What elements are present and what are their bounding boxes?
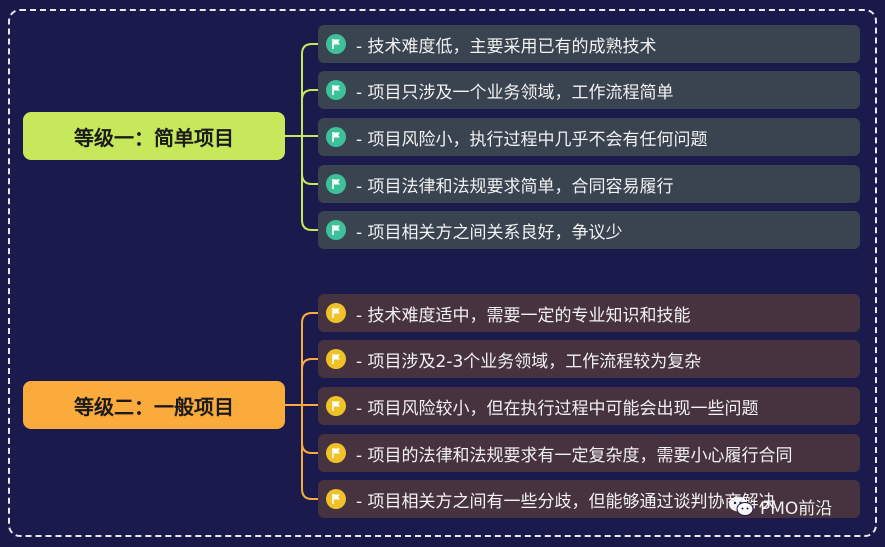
level1-item: - 项目风险小，执行过程中几乎不会有任何问题 [318, 118, 860, 156]
flag-icon [326, 396, 346, 416]
flag-icon [326, 349, 346, 369]
connector-branch [301, 358, 318, 405]
connector-branch [301, 405, 318, 500]
flag-icon [326, 489, 346, 509]
flag-icon [326, 80, 346, 100]
wechat-icon [729, 496, 754, 516]
level1-item: - 项目相关方之间关系良好，争议少 [318, 211, 860, 249]
level1-item-text: - 项目只涉及一个业务领域，工作流程简单 [356, 82, 674, 103]
connector-branch [301, 312, 318, 405]
flag-icon [326, 127, 346, 147]
level2-item: - 技术难度适中，需要一定的专业知识和技能 [318, 294, 860, 332]
level2-root-node: 等级二：一般项目 [23, 381, 285, 429]
level2-item-text: - 项目的法律和法规要求有一定复杂度，需要小心履行合同 [356, 445, 793, 466]
level2-item-text: - 项目涉及2-3个业务领域，工作流程较为复杂 [356, 351, 702, 372]
watermark-text: PMO前沿 [760, 498, 833, 519]
level1-item: - 技术难度低，主要采用已有的成熟技术 [318, 25, 860, 63]
level1-root-node: 等级一：简单项目 [23, 112, 285, 160]
flag-icon [326, 34, 346, 54]
level2-item: - 项目相关方之间有一些分歧，但能够通过谈判协商解决 [318, 480, 860, 518]
connector-branch [301, 43, 318, 136]
connector-branch [301, 89, 318, 136]
level2-item-text: - 项目相关方之间有一些分歧，但能够通过谈判协商解决 [356, 491, 776, 512]
flag-icon [326, 174, 346, 194]
level1-title: 等级一：简单项目 [74, 125, 234, 150]
level2-item: - 项目涉及2-3个业务领域，工作流程较为复杂 [318, 340, 860, 378]
connector-branch [301, 136, 318, 231]
level2-item: - 项目风险较小，但在执行过程中可能会出现一些问题 [318, 387, 860, 425]
level2-item-text: - 项目风险较小，但在执行过程中可能会出现一些问题 [356, 398, 759, 419]
level1-item-text: - 项目法律和法规要求简单，合同容易履行 [356, 176, 674, 197]
flag-icon [326, 443, 346, 463]
flag-icon [326, 220, 346, 240]
connector-branch [301, 405, 318, 454]
level2-item: - 项目的法律和法规要求有一定复杂度，需要小心履行合同 [318, 434, 860, 472]
level1-item-text: - 项目相关方之间关系良好，争议少 [356, 222, 623, 243]
flag-icon [326, 303, 346, 323]
level1-item-text: - 技术难度低，主要采用已有的成熟技术 [356, 36, 657, 57]
watermark: PMO前沿 [728, 492, 832, 520]
level1-item-text: - 项目风险小，执行过程中几乎不会有任何问题 [356, 129, 708, 150]
level1-item: - 项目只涉及一个业务领域，工作流程简单 [318, 71, 860, 109]
level1-item: - 项目法律和法规要求简单，合同容易履行 [318, 165, 860, 203]
connector-branch [301, 136, 318, 185]
level2-title: 等级二：一般项目 [74, 394, 234, 419]
level2-item-text: - 技术难度适中，需要一定的专业知识和技能 [356, 305, 691, 326]
